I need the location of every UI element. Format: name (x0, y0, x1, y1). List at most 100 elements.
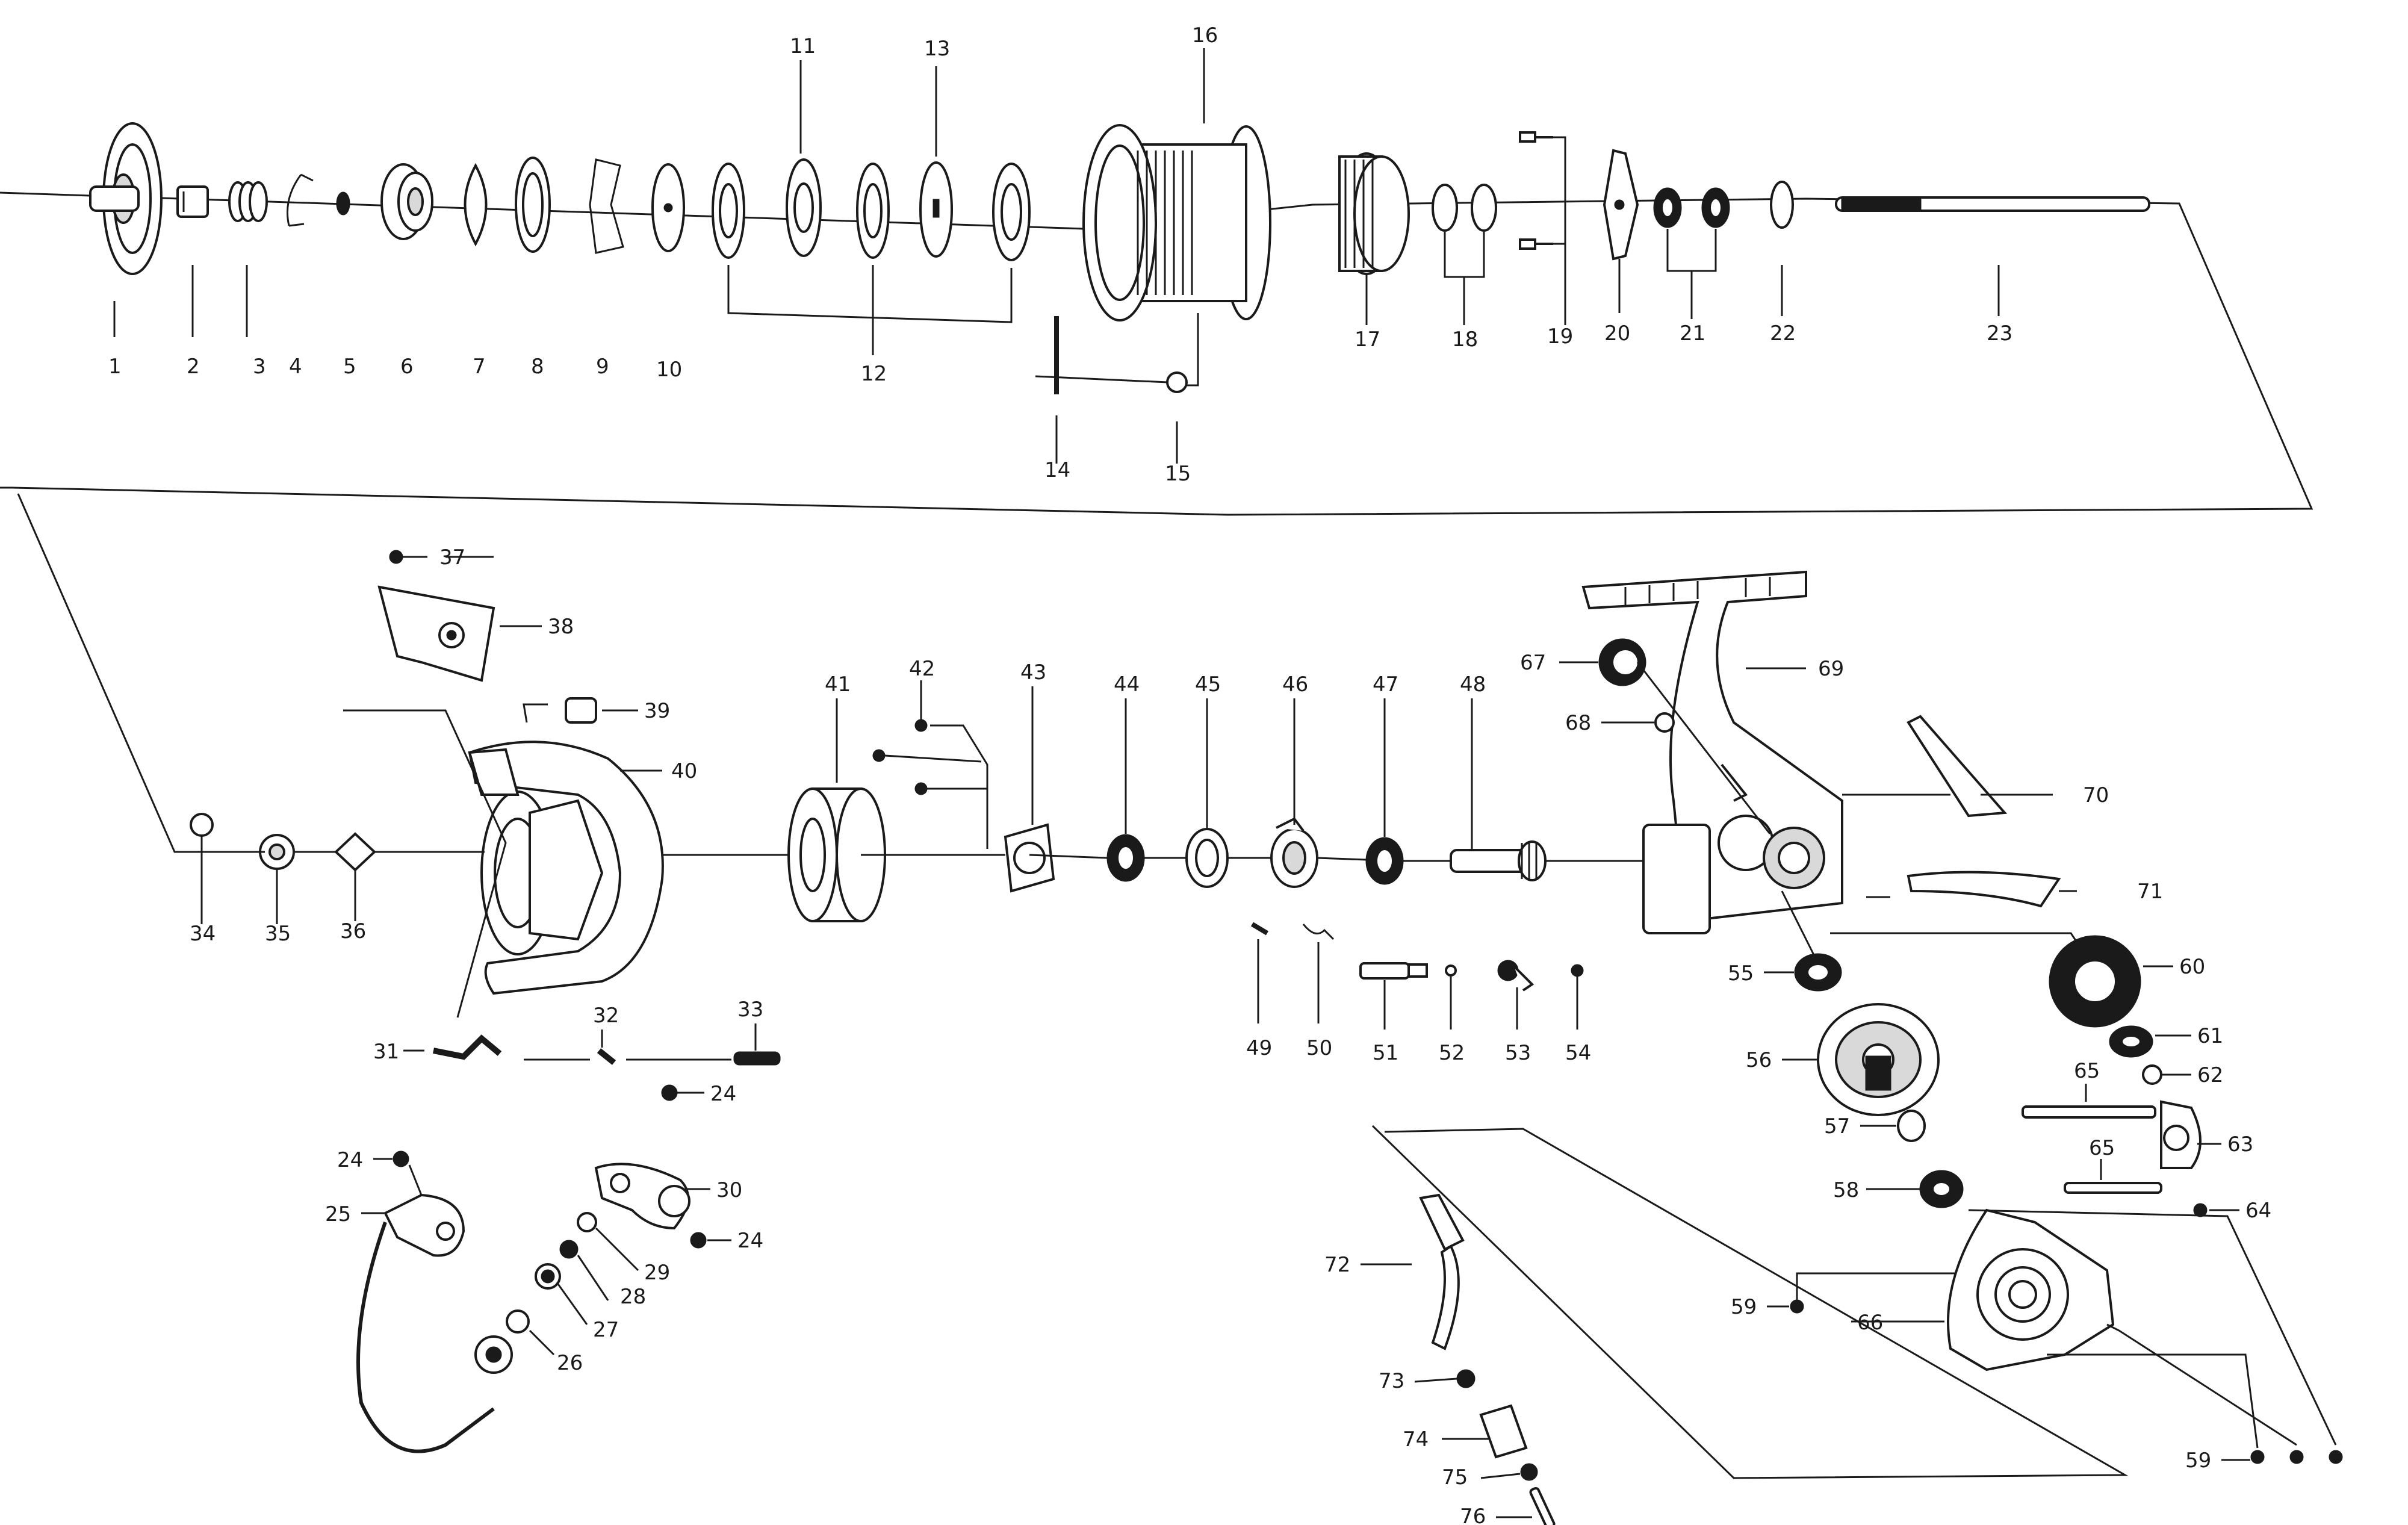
arm-cover (377, 585, 495, 682)
drive-gear-60 (2049, 935, 2141, 1028)
oscillation-plate (1603, 149, 1639, 261)
label-74: 74 (1403, 1427, 1429, 1452)
rotor (468, 741, 664, 995)
label-29: 29 (644, 1261, 670, 1285)
label-40: 40 (671, 759, 697, 783)
label-10: 10 (656, 358, 682, 382)
label-27: 27 (593, 1318, 619, 1342)
label-30: 30 (716, 1178, 742, 1202)
rod-31 (433, 1034, 502, 1060)
ring-52 (1445, 964, 1457, 977)
label-58: 58 (1833, 1178, 1859, 1202)
label-42: 42 (909, 657, 935, 681)
drag-housing (380, 163, 433, 240)
label-26: 26 (557, 1351, 583, 1375)
label-70: 70 (2083, 783, 2109, 807)
label-65-b: 65 (2089, 1136, 2115, 1160)
label-7: 7 (473, 355, 486, 379)
label-71: 71 (2137, 880, 2163, 904)
spring-ring (464, 163, 488, 247)
label-62: 62 (2197, 1063, 2223, 1087)
ring-57 (1897, 1110, 1926, 1142)
label-43: 43 (1020, 660, 1046, 685)
screw-37 (389, 550, 427, 564)
label-59-b: 59 (2185, 1449, 2211, 1473)
cover-71 (1907, 871, 2061, 908)
bearing-58 (1919, 1170, 1964, 1208)
label-1: 1 (108, 355, 122, 379)
leaders-top (113, 48, 2000, 464)
label-67: 67 (1520, 651, 1546, 675)
label-65-a: 65 (2074, 1059, 2100, 1083)
washer-10 (651, 163, 685, 252)
label-64: 64 (2245, 1199, 2271, 1223)
knob-67 (1598, 638, 1646, 686)
label-56: 56 (1746, 1048, 1772, 1072)
label-16: 16 (1192, 23, 1218, 48)
drive-gear-56 (1817, 1003, 1940, 1116)
label-14: 14 (1044, 458, 1070, 482)
spring-clip (589, 158, 624, 254)
bearing-ring (515, 157, 551, 253)
label-57: 57 (1824, 1114, 1850, 1138)
label-15: 15 (1165, 462, 1191, 486)
label-39: 39 (644, 699, 670, 723)
handle-assembly (1419, 1193, 1556, 1525)
drag-clip (287, 173, 314, 227)
washer-18 (1432, 184, 1497, 232)
label-5: 5 (343, 355, 356, 379)
pin-32 (597, 1048, 616, 1065)
label-24-b: 24 (337, 1148, 363, 1172)
spool (1082, 124, 1271, 321)
bearing-55 (1794, 953, 1842, 992)
cover-70 (1907, 715, 2008, 818)
label-63: 63 (2227, 1132, 2253, 1157)
label-60: 60 (2179, 955, 2205, 979)
stopper-lever (1497, 960, 1534, 992)
label-21: 21 (1680, 321, 1705, 346)
reel-body (1581, 570, 1843, 934)
label-59-a: 59 (1731, 1295, 1757, 1319)
ring-45 (1185, 828, 1229, 888)
label-36: 36 (340, 919, 366, 943)
label-22: 22 (1770, 321, 1796, 346)
bearing-61 (2109, 1025, 2153, 1058)
label-44: 44 (1114, 672, 1140, 697)
bearing-47 (1365, 837, 1404, 885)
washer-62 (2142, 1064, 2162, 1085)
label-8: 8 (531, 355, 544, 379)
spring-50 (1302, 924, 1335, 940)
label-24-a: 24 (710, 1082, 736, 1106)
drag-washers (228, 181, 268, 222)
clutch-46 (1270, 817, 1318, 888)
label-38: 38 (548, 615, 574, 639)
label-54: 54 (1565, 1041, 1591, 1065)
label-66: 66 (1857, 1311, 1883, 1335)
label-69: 69 (1818, 657, 1844, 681)
bearing-44 (1106, 834, 1145, 882)
label-4: 4 (289, 355, 302, 379)
screws-42 (872, 719, 928, 795)
label-32: 32 (593, 1004, 619, 1028)
label-52: 52 (1439, 1041, 1465, 1065)
label-2: 2 (187, 355, 200, 379)
screws-19 (1519, 131, 1553, 250)
label-20: 20 (1604, 321, 1630, 346)
rotor-bail-assembly (17, 493, 1643, 1453)
main-shaft (1835, 196, 2150, 212)
stopper-51 (1359, 962, 1428, 980)
label-55: 55 (1728, 961, 1754, 986)
spool-assembly (0, 48, 2313, 516)
spool-ring (1166, 371, 1188, 393)
label-45: 45 (1195, 672, 1221, 697)
washer-13 (919, 161, 953, 258)
label-35: 35 (265, 922, 291, 946)
label-50: 50 (1306, 1036, 1332, 1060)
label-46: 46 (1282, 672, 1308, 697)
label-48: 48 (1460, 672, 1486, 697)
label-34: 34 (190, 922, 216, 946)
label-24-c: 24 (737, 1229, 763, 1253)
label-19: 19 (1547, 325, 1573, 349)
label-68: 68 (1565, 711, 1591, 735)
label-73: 73 (1379, 1369, 1404, 1393)
